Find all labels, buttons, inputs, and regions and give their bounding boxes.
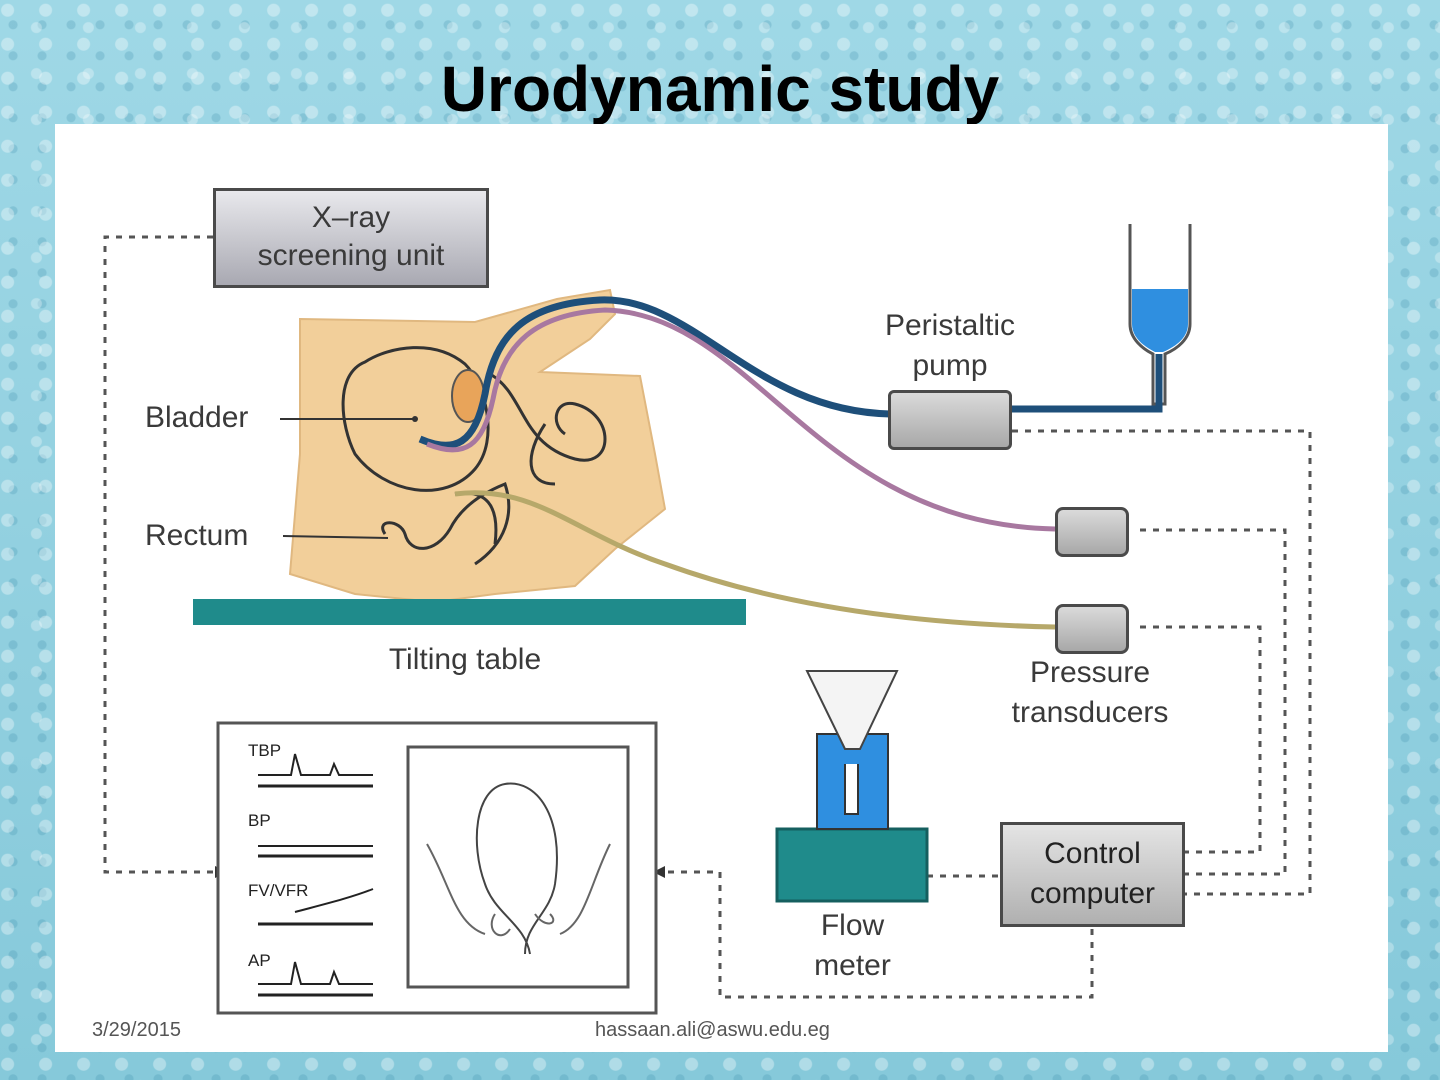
rectum-label: Rectum [145, 519, 249, 552]
trace-label-tbp: TBP [248, 741, 281, 760]
bladder-label: Bladder [145, 401, 249, 434]
footer-date: 3/29/2015 [92, 1019, 181, 1041]
trace-label-ap: AP [248, 951, 271, 970]
funnel [805, 670, 899, 750]
trace-label-fv: FV/VFR [248, 881, 308, 900]
transducers-label-line2: transducers [1011, 696, 1169, 729]
trace-tbp [258, 753, 373, 776]
xray-label-line1: X–ray [311, 201, 391, 234]
fill-catheter [418, 296, 896, 449]
monitor-xray-view [406, 745, 630, 989]
pressure-transducer-2 [1055, 604, 1129, 654]
xray-pelvis-image [426, 843, 611, 937]
computer-label-line1: Control [1044, 837, 1141, 870]
xray-screening-unit [213, 188, 489, 288]
transducer-1-line [1140, 528, 1287, 876]
rectal-pressure-catheter [454, 490, 1056, 630]
signal-lines [103, 235, 1312, 999]
urethra-outline [489, 372, 607, 462]
bladder-leader-line [280, 416, 418, 422]
pressure-traces [258, 753, 374, 997]
rectum-leader-line [283, 535, 389, 539]
anatomy-line [529, 423, 556, 486]
rectum-outline [381, 482, 511, 566]
flow-meter-label-line1: Flow [820, 909, 885, 942]
pump-label-line2: pump [912, 349, 988, 382]
pressure-transducer-1 [1055, 507, 1129, 557]
trace-fv [294, 888, 374, 913]
tilting-table-label: Tilting table [388, 643, 542, 676]
tilting-table [193, 599, 746, 625]
bladder-outline [341, 346, 490, 492]
slide-title: Urodynamic study [0, 52, 1440, 131]
pump-label-line1: Peristaltic [884, 309, 1016, 342]
control-computer [1000, 822, 1185, 927]
bladder-pressure-catheter [426, 307, 1056, 532]
computer-label-line2: computer [1029, 877, 1156, 910]
xray-to-monitor-line [103, 235, 215, 874]
trace-ap [258, 961, 373, 985]
xray-label-line2: screening unit [257, 239, 445, 272]
peristaltic-pump [888, 390, 1012, 450]
flow-meter-divider [844, 764, 859, 815]
reservoir-fluid [1132, 289, 1188, 352]
trace-label-bp: BP [248, 811, 271, 830]
reservoir-line [1012, 354, 1163, 413]
pump-to-computer-line [1012, 429, 1312, 896]
transducer-2-line [1140, 625, 1262, 854]
diagram-panel: TBP BP FV/VFR AP X–ray screening unit Pe… [55, 124, 1388, 1052]
urodynamic-diagram: TBP BP FV/VFR AP [103, 224, 1312, 1015]
flow-meter-label-line2: meter [814, 949, 891, 982]
footer-email: hassaan.ali@aswu.edu.eg [595, 1019, 830, 1041]
flow-meter-base [775, 827, 929, 903]
arrow-head-right [653, 866, 665, 878]
transducers-label-line1: Pressure [1029, 656, 1151, 689]
xray-bladder-image [475, 782, 558, 955]
patient-body [288, 288, 667, 604]
